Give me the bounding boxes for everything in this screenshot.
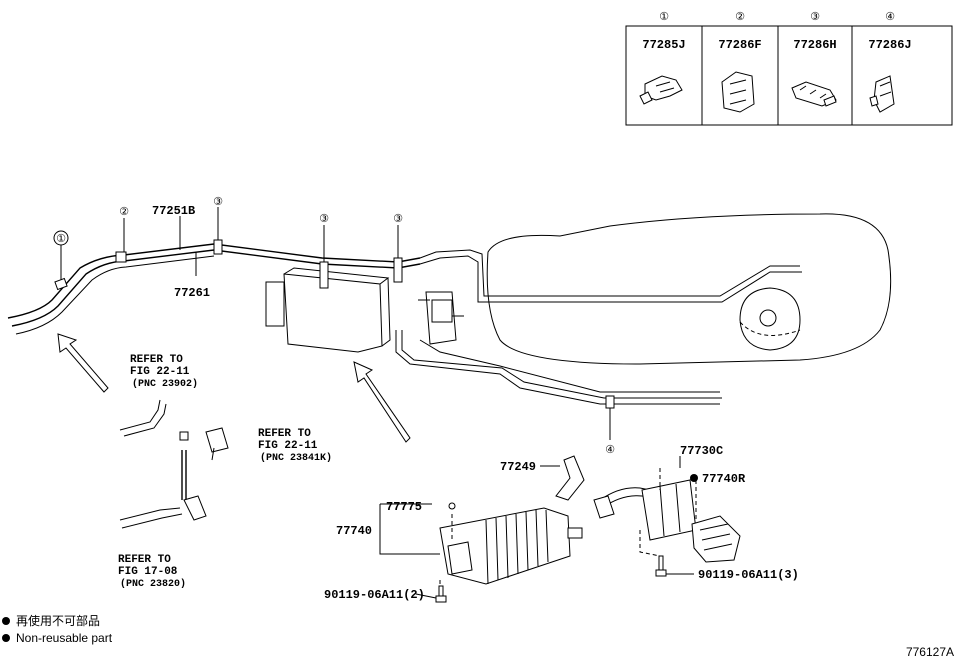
bolts xyxy=(435,502,667,603)
legend-text-jp: 再使用不可部品 xyxy=(16,613,100,628)
svg-text:FIG 17-08: FIG 17-08 xyxy=(118,566,178,578)
callout-77740: 77740 xyxy=(336,524,372,538)
clip-marker-3a: ③ xyxy=(213,196,223,208)
clip-table-num-4: ④ xyxy=(885,11,895,23)
hose-77249 xyxy=(555,455,585,501)
clip-table-part-1: 77285J xyxy=(642,38,685,52)
callout-bolt-left: 90119-06A11(2) xyxy=(324,588,425,602)
figure-id: 776127A xyxy=(906,645,954,659)
charcoal-canister-lower xyxy=(439,507,583,596)
legend-text-en: Non-reusable part xyxy=(16,631,113,645)
callout-77249: 77249 xyxy=(500,460,536,474)
refer-block-2: REFER TO FIG 22-11 (PNC 23841K) xyxy=(258,428,332,464)
legend-bullet-jp xyxy=(2,617,10,625)
callout-77261: 77261 xyxy=(174,286,210,300)
callout-77730c: 77730C xyxy=(680,444,723,458)
callout-77775: 77775 xyxy=(386,500,422,514)
svg-text:(PNC 23841K): (PNC 23841K) xyxy=(260,452,332,464)
clip-2-icon xyxy=(721,71,755,113)
clip-table-num-2: ② xyxy=(735,11,745,23)
direction-arrows xyxy=(57,333,411,443)
left-pipe-stubs xyxy=(119,399,229,529)
clip-table-num-3: ③ xyxy=(810,11,820,23)
fuel-tank-outline xyxy=(486,213,892,365)
clip-marker-3c: ③ xyxy=(393,213,403,225)
callout-bolt-right: 90119-06A11(3) xyxy=(698,568,799,582)
clip-table-num-1: ① xyxy=(659,11,669,23)
clip-table-part-3: 77286H xyxy=(793,38,836,52)
charcoal-canister-upper xyxy=(265,257,403,353)
clip-marker-4: ④ xyxy=(605,444,615,456)
leaders xyxy=(179,216,694,599)
valve-assembly-77730c xyxy=(593,468,741,563)
svg-text:FIG 22-11: FIG 22-11 xyxy=(258,440,318,452)
svg-text:REFER TO: REFER TO xyxy=(118,554,171,566)
legend: 再使用不可部品 Non-reusable part xyxy=(2,613,113,645)
clip-1-icon xyxy=(639,75,683,105)
svg-text:FIG 22-11: FIG 22-11 xyxy=(130,366,190,378)
callout-77740r: 77740R xyxy=(702,472,746,486)
refer-block-3: REFER TO FIG 17-08 (PNC 23820) xyxy=(118,554,186,590)
svg-text:REFER TO: REFER TO xyxy=(130,354,183,366)
clip-table: ① ② ③ ④ 77285J 77286F 77286H 77286J xyxy=(625,11,953,126)
clip-4-icon xyxy=(869,75,895,113)
refer-block-1: REFER TO FIG 22-11 (PNC 23902) xyxy=(130,354,198,390)
clip-marker-2: ② xyxy=(119,206,129,218)
fuel-vapor-lines xyxy=(7,243,802,405)
clip-marker-3b: ③ xyxy=(319,213,329,225)
clip-table-part-4: 77286J xyxy=(868,38,911,52)
non-reusable-marker xyxy=(690,474,698,482)
callout-77251b: 77251B xyxy=(152,204,195,218)
svg-text:REFER TO: REFER TO xyxy=(258,428,311,440)
svg-text:(PNC 23902): (PNC 23902) xyxy=(132,378,198,390)
clip-marker-1: ① xyxy=(56,233,66,245)
vapor-valve xyxy=(418,291,464,345)
clip-table-part-2: 77286F xyxy=(718,38,761,52)
clip-3-icon xyxy=(791,81,837,107)
svg-text:(PNC 23820): (PNC 23820) xyxy=(120,578,186,590)
clip-callouts: ① ② ③ ③ ③ ④ xyxy=(53,196,615,456)
legend-bullet-en xyxy=(2,634,10,642)
